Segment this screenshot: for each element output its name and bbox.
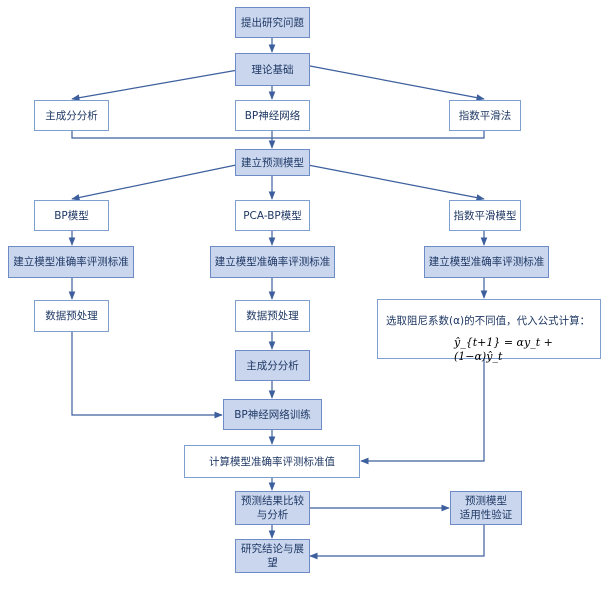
node-bp-network-label: BP神经网络 xyxy=(244,109,301,122)
node-research-question-label: 提出研究问题 xyxy=(241,16,304,29)
node-research-question: 提出研究问题 xyxy=(235,7,310,38)
node-accuracy-standard-3: 建立模型准确率评测标准 xyxy=(424,246,549,278)
node-preprocess-2: 数据预处理 xyxy=(235,300,310,332)
node-bp-model-label: BP模型 xyxy=(54,209,89,222)
arrow-build-to-bp-model xyxy=(71,164,237,201)
node-compare: 预测结果比较 与分析 xyxy=(235,491,310,525)
arrow-preprocess1-to-training xyxy=(71,332,223,419)
node-applicability-line2: 适用性验证 xyxy=(459,509,513,521)
arrow-applicability-to-conclusion xyxy=(309,525,485,560)
node-conclusion-line1: 研究结论与展 xyxy=(241,543,304,555)
node-calc-accuracy-label: 计算模型准确率评测标准值 xyxy=(209,455,335,468)
node-bp-training-label: BP神经网络训练 xyxy=(234,408,311,421)
node-accuracy-standard-1: 建立模型准确率评测标准 xyxy=(8,246,134,278)
arrow-theory-to-pca xyxy=(71,69,239,102)
node-pca-bp-model-label: PCA-BP模型 xyxy=(243,209,302,222)
node-preprocess-1-label: 数据预处理 xyxy=(45,310,98,322)
node-conclusion-line2: 望 xyxy=(267,557,278,569)
arrow-alpha-to-calc xyxy=(360,359,485,465)
node-applicability: 预测模型 适用性验证 xyxy=(450,491,522,525)
arrow-build-to-smoothing-model xyxy=(307,164,485,201)
node-alpha-formula: 选取阻尼系数(α)的不同值，代入公式计算： ŷ_{t+1} = αy_t + (… xyxy=(377,299,601,363)
node-pca-bp-model: PCA-BP模型 xyxy=(235,200,310,231)
node-theory-basis: 理论基础 xyxy=(235,53,310,86)
node-bp-training: BP神经网络训练 xyxy=(223,399,322,430)
node-accuracy-standard-1-label: 建立模型准确率评测标准 xyxy=(13,256,129,268)
alpha-instruction-text: 选取阻尼系数(α)的不同值，代入公式计算： xyxy=(386,315,591,327)
node-accuracy-standard-2: 建立模型准确率评测标准 xyxy=(210,246,335,278)
arrow-theory-to-smoothing xyxy=(309,65,485,101)
node-preprocess-2-label: 数据预处理 xyxy=(246,310,299,322)
node-preprocess-1: 数据预处理 xyxy=(34,300,109,332)
node-accuracy-standard-3-label: 建立模型准确率评测标准 xyxy=(428,256,545,268)
connector-pca-to-build xyxy=(71,131,485,139)
node-pca-2-label: 主成分分析 xyxy=(246,359,299,372)
node-build-model: 建立预测模型 xyxy=(235,149,310,176)
node-bp-model: BP模型 xyxy=(34,200,109,231)
node-pca-label: 主成分分析 xyxy=(45,109,98,122)
node-bp-network: BP神经网络 xyxy=(235,100,310,131)
node-theory-basis-label: 理论基础 xyxy=(251,63,294,76)
node-compare-line2: 与分析 xyxy=(256,509,289,521)
node-pca: 主成分分析 xyxy=(34,100,109,131)
node-conclusion: 研究结论与展 望 xyxy=(235,539,310,573)
node-accuracy-standard-2-label: 建立模型准确率评测标准 xyxy=(214,256,331,268)
node-exp-smoothing-label: 指数平滑法 xyxy=(458,109,512,122)
node-pca-2: 主成分分析 xyxy=(235,350,310,381)
node-applicability-line1: 预测模型 xyxy=(465,495,507,507)
node-exp-smoothing-model-label: 指数平滑模型 xyxy=(453,209,517,222)
exp-smoothing-formula: ŷ_{t+1} = αy_t + (1−α)ŷ_t xyxy=(454,336,553,363)
node-exp-smoothing: 指数平滑法 xyxy=(449,100,521,131)
node-compare-line1: 预测结果比较 xyxy=(241,495,304,507)
node-calc-accuracy: 计算模型准确率评测标准值 xyxy=(184,445,360,478)
node-build-model-label: 建立预测模型 xyxy=(241,156,304,169)
node-exp-smoothing-model: 指数平滑模型 xyxy=(449,200,521,231)
